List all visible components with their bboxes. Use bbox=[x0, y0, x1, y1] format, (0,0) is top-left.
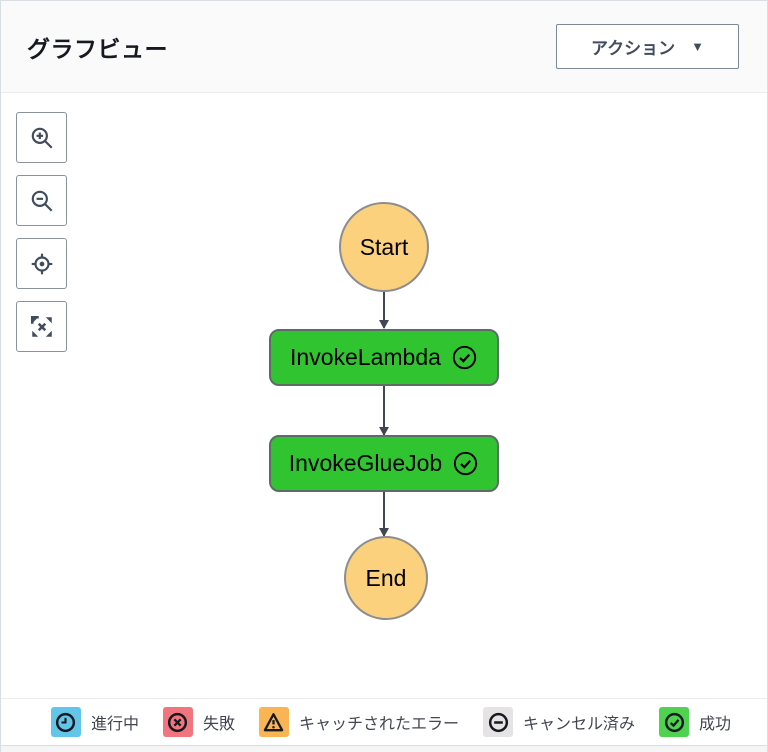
legend-label: 失敗 bbox=[202, 716, 235, 733]
zoom-out-icon bbox=[29, 188, 55, 214]
legend-label: キャッチされたエラー bbox=[298, 716, 459, 733]
legend-item-failed: 失敗 bbox=[162, 707, 235, 737]
fullscreen-button[interactable] bbox=[16, 301, 67, 352]
graph-node-invokegluejob[interactable]: InvokeGlueJob bbox=[269, 435, 499, 492]
success-check-icon bbox=[451, 344, 478, 371]
legend-item-in-progress: 進行中 bbox=[50, 707, 139, 737]
node-label: End bbox=[365, 564, 407, 591]
edge-start-to-invokelambda bbox=[379, 292, 389, 329]
node-label: Start bbox=[359, 233, 409, 260]
graph-canvas[interactable]: Start InvokeLambda InvokeGlueJob bbox=[1, 93, 767, 699]
edge-invokegluejob-to-end bbox=[379, 492, 389, 537]
panel-header: グラフビュー アクション ▼ bbox=[1, 1, 767, 93]
legend-label: キャンセル済み bbox=[523, 716, 636, 733]
cancelled-minus-icon bbox=[483, 707, 513, 737]
fullscreen-expand-icon bbox=[29, 314, 55, 340]
legend-label: 成功 bbox=[699, 716, 732, 733]
graph-node-invokelambda[interactable]: InvokeLambda bbox=[269, 329, 499, 386]
graph-node-end[interactable]: End bbox=[344, 536, 428, 620]
actions-button-label: アクション bbox=[590, 39, 676, 58]
edge-invokelambda-to-invokegluejob bbox=[379, 386, 389, 436]
next-panel-edge bbox=[1, 746, 767, 752]
error-x-icon bbox=[162, 707, 193, 737]
node-label: InvokeLambda bbox=[290, 344, 441, 370]
warning-triangle-icon bbox=[258, 707, 289, 737]
legend-item-succeeded: 成功 bbox=[659, 707, 731, 737]
center-target-icon bbox=[29, 251, 55, 277]
node-label: InvokeGlueJob bbox=[288, 450, 443, 476]
legend-label: 進行中 bbox=[90, 716, 139, 733]
legend-item-cancelled: キャンセル済み bbox=[483, 707, 635, 737]
success-check-icon bbox=[659, 707, 690, 737]
success-check-icon bbox=[452, 450, 479, 477]
zoom-in-button[interactable] bbox=[16, 112, 67, 163]
actions-dropdown-button[interactable]: アクション ▼ bbox=[555, 24, 739, 69]
center-view-button[interactable] bbox=[16, 238, 67, 289]
canvas-toolbar bbox=[16, 112, 67, 352]
graph-node-start[interactable]: Start bbox=[339, 202, 429, 292]
legend-item-caught-error: キャッチされたエラー bbox=[258, 707, 459, 737]
zoom-out-button[interactable] bbox=[16, 175, 67, 226]
page-title: グラフビュー bbox=[27, 35, 168, 62]
caret-down-icon: ▼ bbox=[691, 39, 704, 54]
status-legend: 進行中 失敗 キャッチされたエラー bbox=[1, 699, 767, 746]
zoom-in-icon bbox=[29, 125, 55, 151]
clock-icon bbox=[50, 707, 81, 737]
